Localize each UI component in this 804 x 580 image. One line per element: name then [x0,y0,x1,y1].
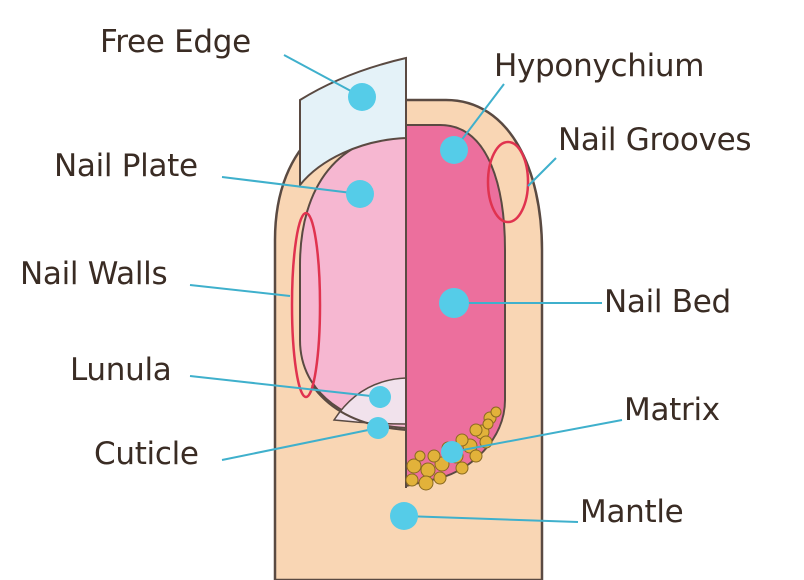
matrix-cell [420,462,436,478]
matrix-cell [405,473,419,487]
nail-grooves-leader [527,157,557,187]
free-edge-label: Free Edge [100,24,251,60]
lunula-marker [369,386,391,408]
matrix-leader [451,419,623,453]
lunula-leader [189,375,381,398]
mantle-marker [390,502,418,530]
nail-walls-highlight [290,211,322,399]
free-edge-leader [283,54,363,98]
nail-grooves-highlight [486,140,530,224]
nail-grooves-label: Nail Grooves [558,122,752,158]
hyponychium-marker [440,136,468,164]
cuticle-label: Cuticle [94,436,199,472]
nail-plate-leader [221,176,361,195]
nail-bed-marker [439,288,469,318]
nail-walls-label: Nail Walls [20,256,168,292]
mantle-label: Mantle [580,494,684,530]
matrix-cell [469,449,483,463]
hyponychium-label: Hyponychium [494,48,705,84]
matrix-cell [433,471,447,485]
cuticle-line [311,384,407,431]
matrix-marker [441,441,463,463]
matrix-cell [414,450,426,462]
matrix-cell [469,423,483,437]
matrix-cell [482,418,494,430]
matrix-cell [455,461,469,475]
lunula-label: Lunula [70,352,172,388]
nail-plate-label: Nail Plate [54,148,198,184]
matrix-cell [427,449,441,463]
free-edge-marker [348,83,376,111]
cuticle-marker [367,417,389,439]
matrix-cell [455,433,469,447]
matrix-cell [490,406,502,418]
mantle-leader [403,515,579,523]
matrix-cell [406,458,422,474]
nail-bed-label: Nail Bed [604,284,731,320]
nail-plate-marker [346,180,374,208]
cuticle-leader [221,427,379,461]
matrix-label: Matrix [624,392,720,428]
nail-walls-leader [189,284,291,297]
matrix-cell [418,475,434,491]
